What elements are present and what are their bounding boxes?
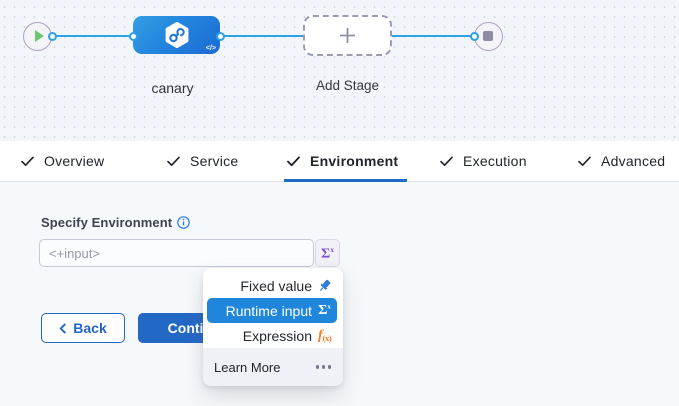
port-start-out[interactable] xyxy=(48,31,57,41)
back-label: Back xyxy=(73,320,107,336)
cd-stage-icon xyxy=(165,22,188,48)
tab-label: Execution xyxy=(463,153,527,169)
tab-environment[interactable]: Environment xyxy=(287,141,398,181)
stage-tabbar: Overview Service Environment Execution A… xyxy=(0,141,679,182)
port-stage-in[interactable] xyxy=(128,31,138,41)
field-label: Specify Environment xyxy=(41,215,173,230)
tab-label: Service xyxy=(190,153,239,169)
info-icon[interactable] xyxy=(177,216,191,229)
stage-name-label[interactable]: canary xyxy=(151,80,194,96)
sigma-icon: Σx xyxy=(318,302,331,318)
menu-item-expression[interactable]: Expression f(x) xyxy=(203,323,343,348)
menu-item-label: Runtime input xyxy=(225,302,312,319)
more-options-icon[interactable] xyxy=(314,365,331,369)
play-icon xyxy=(34,30,44,42)
edge-start-to-stage xyxy=(52,35,134,37)
menu-item-label: Fixed value xyxy=(240,277,312,294)
check-icon xyxy=(440,156,453,167)
menu-item-label: Expression xyxy=(242,327,312,344)
fx-icon: f(x) xyxy=(317,327,332,343)
tab-label: Overview xyxy=(44,153,105,169)
pipeline-canvas: </> canary Add Stage xyxy=(0,0,679,141)
menu-item-runtime-input[interactable]: Runtime input Σx xyxy=(206,298,337,323)
stop-icon xyxy=(482,30,493,41)
check-icon xyxy=(167,156,180,167)
menu-item-fixed-value[interactable]: Fixed value xyxy=(203,273,343,298)
tab-execution[interactable]: Execution xyxy=(440,141,527,181)
edge-stage-to-addstage xyxy=(222,35,304,37)
check-icon xyxy=(287,156,300,167)
sigma-icon: Σx xyxy=(321,246,334,262)
plus-icon xyxy=(340,28,355,43)
stage-node-canary[interactable]: </> xyxy=(133,16,220,54)
add-stage-node[interactable] xyxy=(303,15,392,56)
learn-more-link[interactable]: Learn More xyxy=(214,359,281,375)
tab-label: Advanced xyxy=(601,153,666,169)
check-icon xyxy=(21,156,34,167)
input-type-selector-button[interactable]: Σx xyxy=(315,239,340,267)
active-tab-underline xyxy=(284,179,407,182)
pin-icon xyxy=(317,278,332,294)
chevron-left-icon xyxy=(59,323,66,334)
pipeline-start-node[interactable] xyxy=(23,21,52,51)
tab-label: Environment xyxy=(310,153,399,169)
environment-input[interactable] xyxy=(39,239,314,267)
menu-footer: Learn More xyxy=(203,348,343,386)
back-button[interactable]: Back xyxy=(41,313,125,343)
tab-service[interactable]: Service xyxy=(167,141,238,181)
code-icon: </> xyxy=(205,45,216,52)
port-end-in[interactable] xyxy=(469,31,479,41)
tab-advanced[interactable]: Advanced xyxy=(578,141,665,181)
edge-addstage-to-end xyxy=(391,35,475,37)
port-stage-out[interactable] xyxy=(216,31,225,41)
add-stage-label[interactable]: Add Stage xyxy=(315,78,380,93)
tab-overview[interactable]: Overview xyxy=(21,141,104,181)
input-type-menu: Fixed value Runtime input Σx Expression xyxy=(203,268,343,386)
check-icon xyxy=(578,156,591,167)
